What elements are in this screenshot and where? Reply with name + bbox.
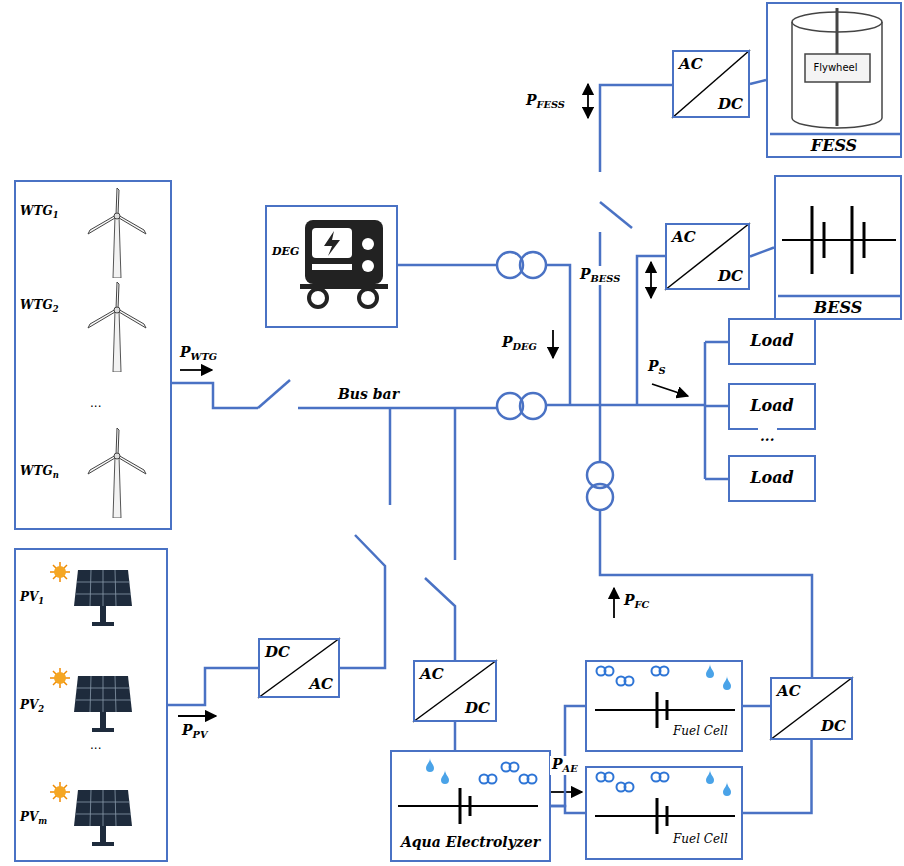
subscript: FC — [635, 599, 650, 610]
connector — [743, 705, 770, 708]
turbines — [88, 188, 146, 518]
component-box: FlywheelFESS — [766, 2, 902, 158]
component-box: Load — [728, 383, 816, 430]
pv-panels — [50, 562, 132, 846]
component-label: FESS — [768, 136, 900, 155]
component-box: Fuel Cell — [585, 660, 743, 752]
component-box: Load — [728, 318, 816, 365]
component-label: AC — [420, 665, 444, 683]
power-label: PAE — [550, 756, 580, 775]
component-label: AC — [679, 55, 703, 73]
component-box: AC DC — [672, 50, 750, 118]
power-label: PS — [646, 358, 668, 377]
component-label: WTG1 — [20, 204, 58, 220]
component-label: Load — [730, 396, 814, 415]
power-label: PFC — [622, 592, 651, 611]
subscript: 1 — [53, 210, 59, 220]
component-box: Fuel Cell — [585, 766, 743, 860]
subscript: WTG — [191, 351, 218, 362]
connector — [454, 722, 457, 750]
connector — [750, 248, 774, 257]
battery-cells — [782, 206, 896, 274]
component-label: ... — [90, 738, 101, 752]
subscript: PV — [193, 729, 208, 740]
subscript: BESS — [591, 273, 621, 284]
subscript: 2 — [38, 704, 44, 714]
subscript: n — [53, 470, 59, 480]
subscript: S — [659, 365, 666, 376]
subscript: 2 — [53, 304, 59, 314]
component-label: WTG2 — [20, 298, 58, 314]
component-label: AC — [672, 228, 696, 246]
component-label: DC — [465, 699, 490, 717]
generator-icon — [300, 220, 388, 307]
component-label: PV2 — [20, 698, 44, 714]
converter-diagonals — [258, 50, 853, 740]
subscript: FESS — [537, 99, 565, 110]
component-label: Aqua Electrolyzer — [392, 834, 549, 851]
component-label: Flywheel — [803, 62, 868, 74]
component-box: WTG1WTG2... WTGn — [14, 180, 172, 530]
connector — [551, 806, 585, 813]
component-label: Fuel Cell — [673, 724, 728, 738]
subscript: 1 — [38, 596, 44, 606]
connector — [551, 706, 585, 806]
component-box: AC DC — [665, 223, 750, 290]
electrolyzer-symbol — [398, 758, 538, 824]
component-label: PV1 — [20, 590, 44, 606]
component-label: DC — [821, 717, 846, 735]
component-label: DC — [265, 643, 290, 661]
component-label: Load — [730, 468, 814, 487]
component-box: Load — [728, 455, 816, 502]
power-label: PDEG — [500, 334, 539, 353]
component-box: DEG — [265, 205, 398, 328]
connector — [743, 740, 812, 813]
annotation: ... — [758, 428, 777, 445]
component-label: DC — [718, 95, 743, 113]
component-box: PV1PV2... PVm — [14, 548, 168, 862]
component-label: DEG — [272, 245, 299, 258]
component-label: Load — [730, 331, 814, 350]
fuel-cell-symbols — [595, 664, 735, 834]
subscript: m — [38, 816, 47, 826]
component-box: Aqua Electrolyzer — [390, 750, 551, 862]
power-arrows — [178, 84, 688, 792]
component-label: WTGn — [20, 464, 59, 480]
component-label: DC — [718, 267, 743, 285]
connector — [168, 668, 258, 705]
component-box: AC DC — [770, 677, 853, 740]
annotation: Bus bar — [336, 386, 401, 403]
component-label: Fuel Cell — [673, 832, 728, 846]
wires — [172, 85, 812, 677]
subscript: DEG — [513, 341, 537, 352]
power-label: PBESS — [578, 266, 622, 285]
component-label: BESS — [776, 298, 900, 317]
component-box: DC AC — [258, 638, 340, 698]
power-label: PFESS — [524, 92, 567, 111]
component-box: BESS — [774, 175, 902, 320]
component-label: AC — [309, 675, 333, 693]
connector — [750, 80, 766, 84]
component-box: AC DC — [413, 660, 497, 722]
subscript: AE — [563, 763, 578, 774]
component-label: AC — [777, 682, 801, 700]
power-label: PWTG — [178, 344, 219, 363]
component-label: ... — [90, 396, 101, 410]
power-label: PPV — [180, 722, 210, 741]
component-label: PVm — [20, 810, 47, 826]
